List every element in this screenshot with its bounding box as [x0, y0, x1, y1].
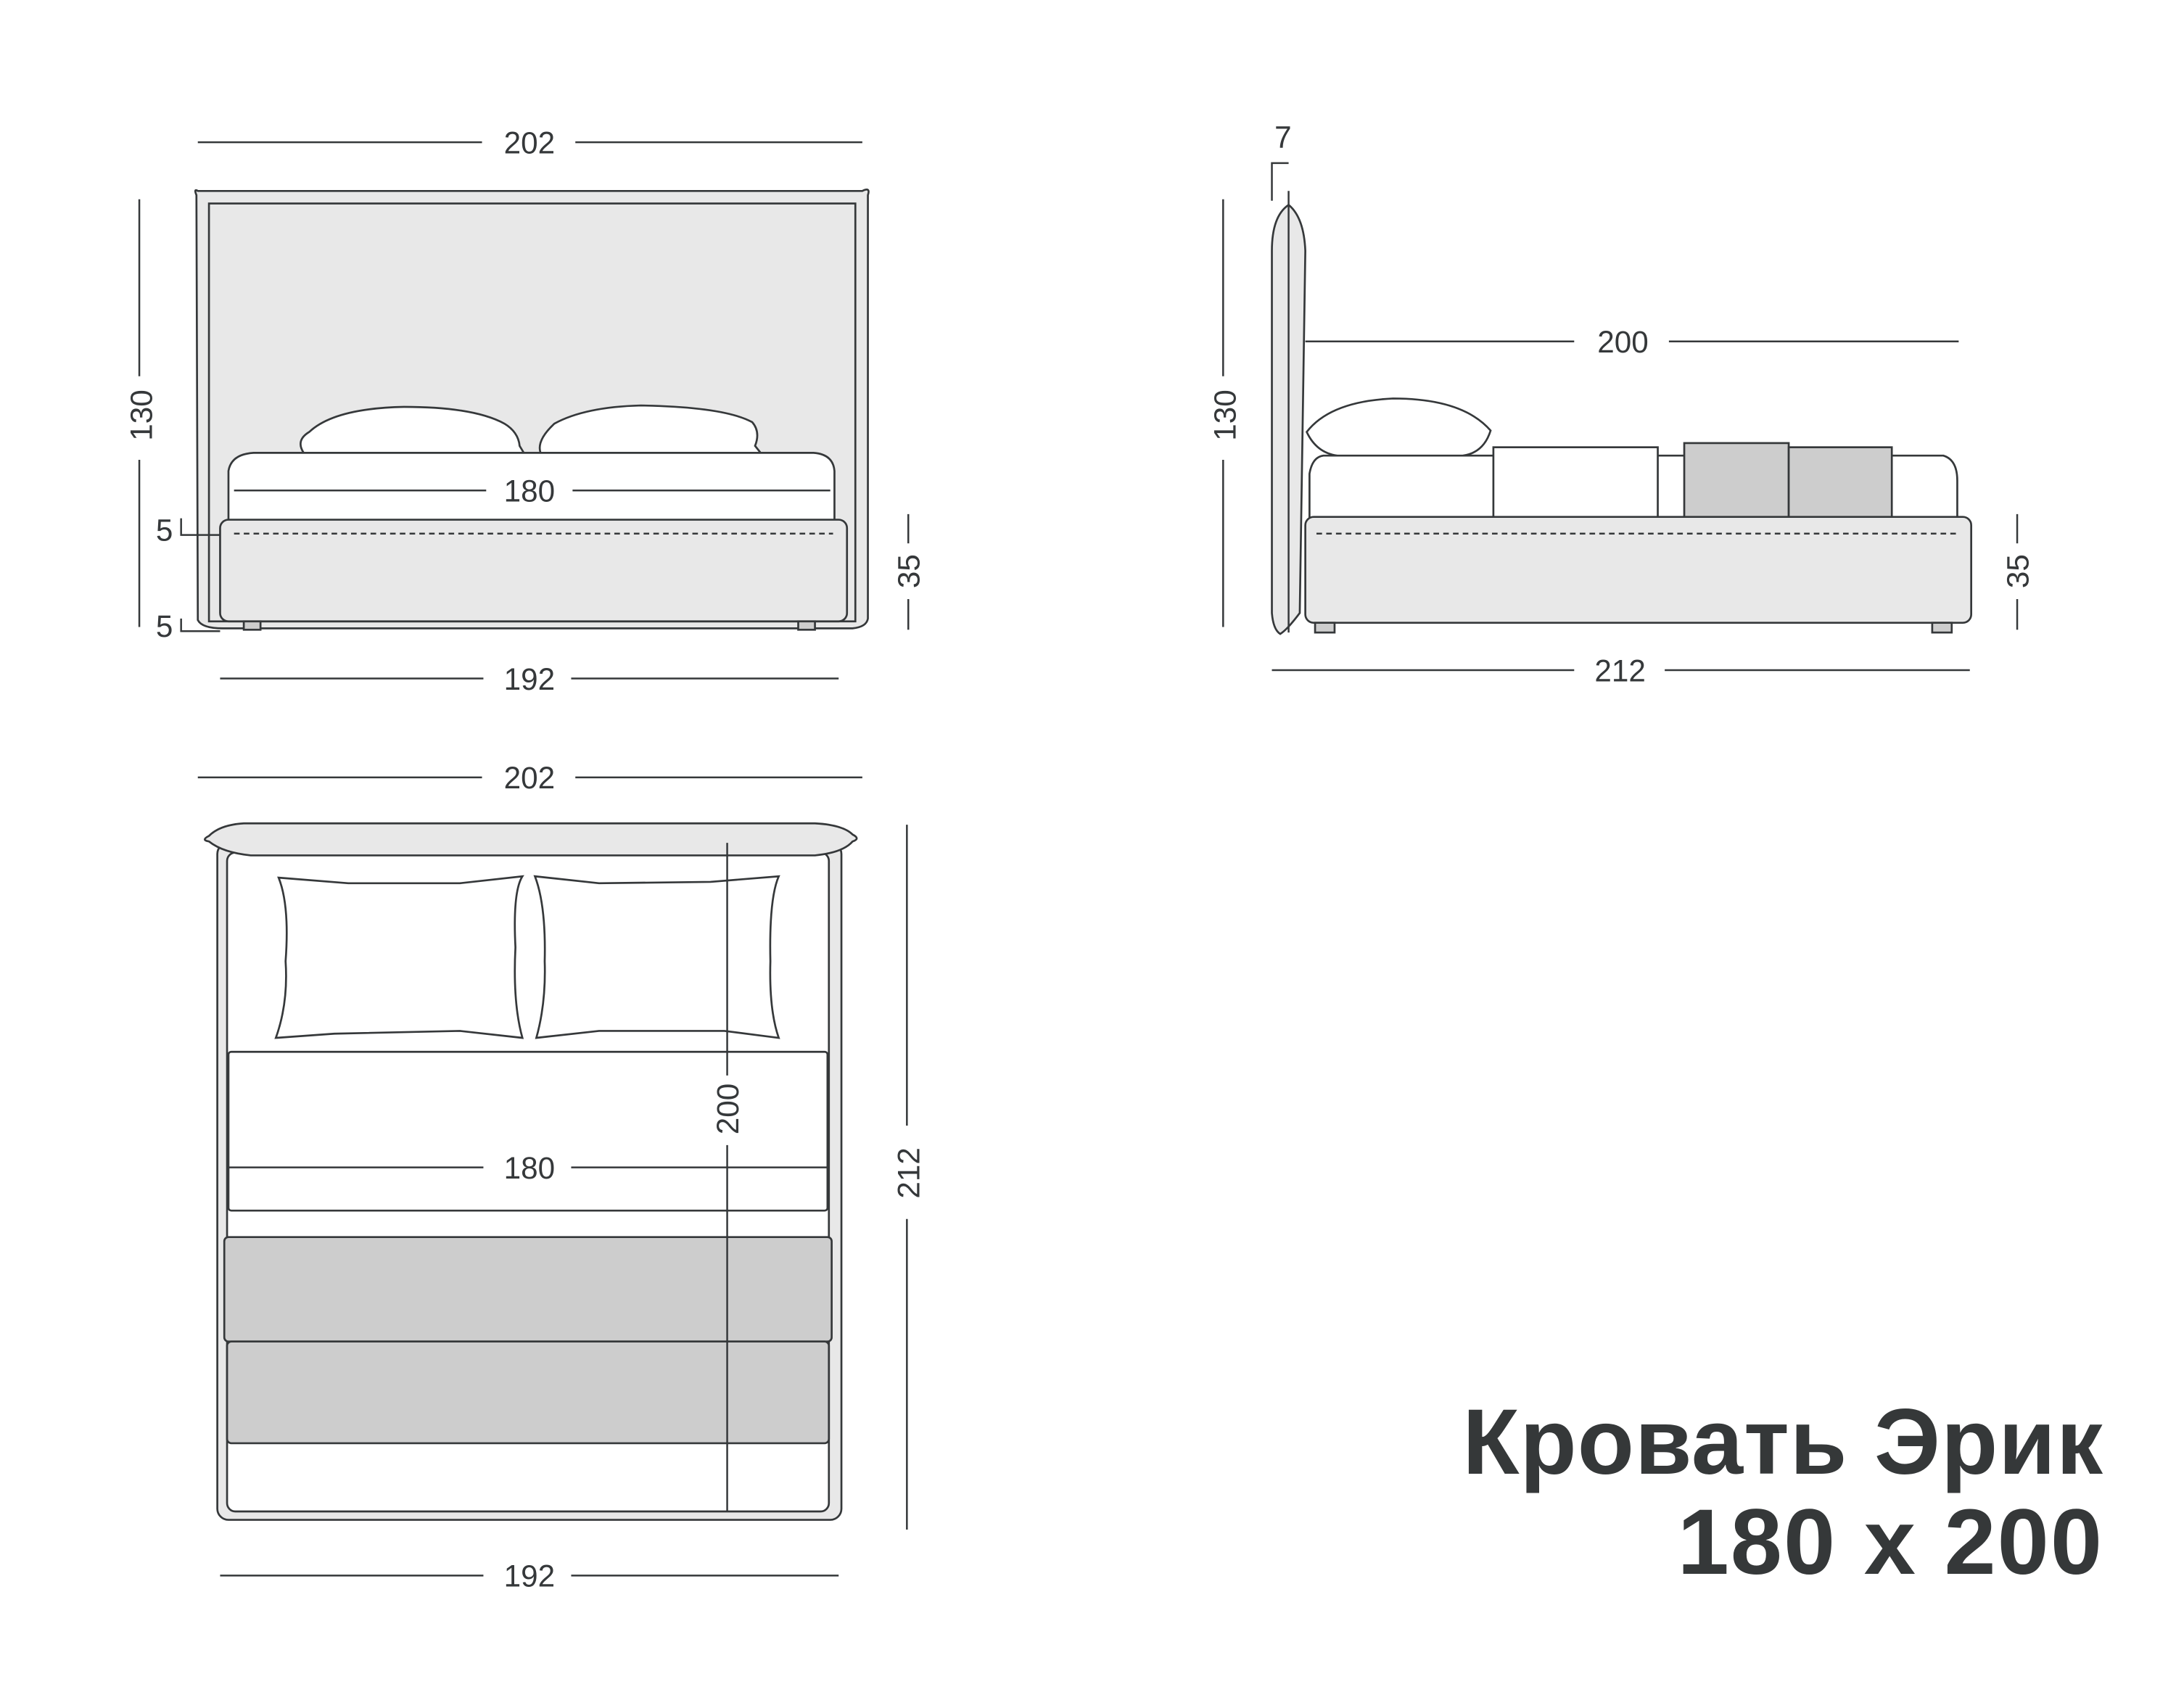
product-name: Кровать Эрик	[1462, 1390, 2103, 1494]
side-base-height-label: 35	[2000, 554, 2035, 588]
top-overall-width-label: 202	[504, 761, 556, 795]
front-top-offset-label: 5	[156, 513, 173, 547]
side-mattress-length-label: 200	[1597, 325, 1649, 359]
top-mattress-width-label: 180	[504, 1151, 556, 1185]
front-overall-width-label: 202	[504, 125, 556, 160]
top-view: 202 200 180 212 192	[197, 761, 926, 1593]
side-overall-length-label: 212	[1594, 653, 1646, 688]
side-headboard-thickness-label: 7	[1274, 120, 1292, 154]
front-base-height-label: 35	[892, 554, 926, 588]
top-frame-width-label: 192	[504, 1559, 556, 1593]
product-title: Кровать Эрик 180 x 200	[1462, 1390, 2103, 1595]
front-headboard-height-label: 130	[124, 389, 158, 441]
top-overall-length-label: 212	[892, 1147, 926, 1199]
front-frame-width-label: 192	[504, 662, 556, 696]
side-view: 7 200 130 35 212	[1208, 120, 2035, 688]
front-view: 202 180 130 5 5 35 192	[124, 125, 926, 696]
front-mattress-width-label: 180	[504, 474, 556, 508]
product-size: 180 x 200	[1677, 1490, 2103, 1595]
front-bottom-offset-label: 5	[156, 609, 173, 643]
side-headboard-height-label: 130	[1208, 389, 1242, 441]
top-mattress-length-label: 200	[711, 1084, 745, 1135]
